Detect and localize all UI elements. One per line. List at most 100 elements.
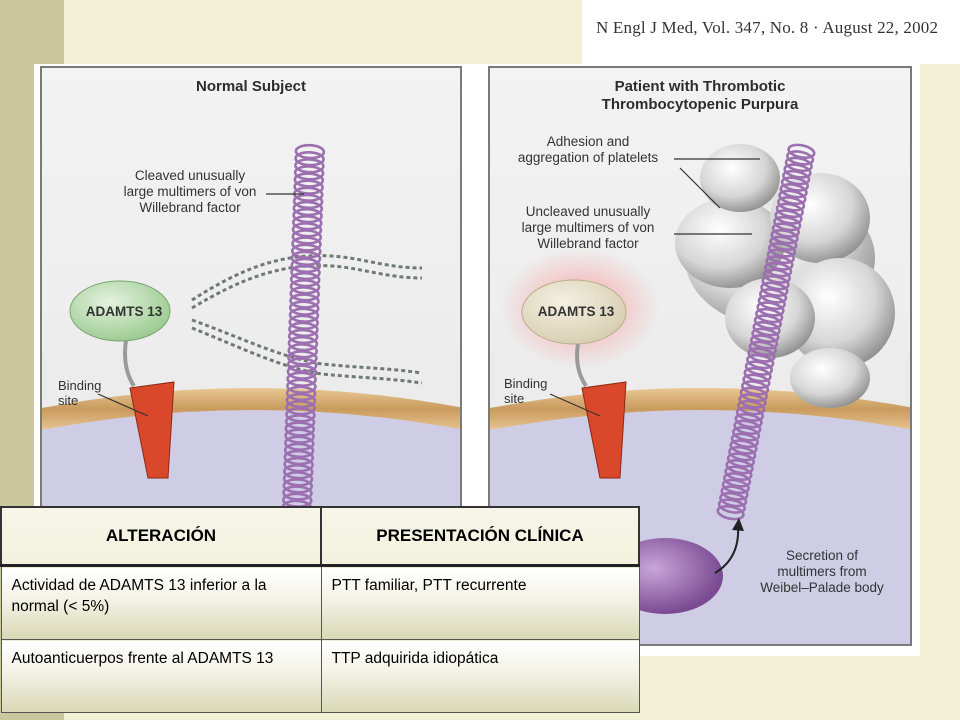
spring-coil (762, 268, 792, 284)
spring-coil (286, 371, 317, 387)
label-uncleaved-multimers: Uncleaved unusually large multimers of v… (500, 204, 676, 252)
spring-coil (287, 343, 318, 359)
table-row: Autoanticuerpos frente al ADAMTS 13 TTP … (0, 639, 640, 713)
spring-coil (721, 478, 750, 495)
spring-coil (756, 301, 785, 317)
spring-coil (292, 193, 324, 210)
adamts13-enzyme (521, 279, 627, 345)
label-line: Binding (58, 378, 102, 393)
spring-coil (289, 271, 321, 288)
spring-coil (286, 364, 318, 380)
title-line: Patient with Thrombotic (614, 78, 786, 95)
spring-coil (726, 452, 756, 468)
table-cell: Actividad de ADAMTS 13 inferior a la nor… (0, 565, 322, 640)
label-line: large multimers of von (521, 220, 655, 235)
label-line: Binding (504, 376, 548, 391)
label-line: site (58, 393, 79, 408)
spring-coil (785, 150, 815, 166)
spring-coil (287, 328, 319, 345)
label-line: multimers from (777, 564, 867, 579)
alteration-table: ALTERACIÓN PRESENTACIÓN CLÍNICA Activida… (0, 506, 640, 713)
spring-coil (724, 465, 753, 481)
leader-line-adhesion-2 (679, 167, 721, 209)
spring-coil (787, 143, 816, 159)
spring-coil (283, 442, 315, 459)
spring-coil (757, 294, 786, 311)
spring-coil (725, 459, 754, 475)
spring-coil (287, 335, 319, 352)
spring-coil (293, 172, 325, 188)
spring-coil (722, 472, 752, 488)
spring-coil (782, 169, 811, 186)
spring-coil (776, 196, 806, 212)
spring-coil (740, 380, 770, 396)
spring-coil (716, 505, 745, 521)
label-line: Secretion of (785, 548, 859, 563)
spring-coil (294, 150, 325, 167)
spring-coil (775, 202, 804, 219)
spring-coil (769, 235, 798, 251)
spring-coil (771, 222, 801, 238)
spring-coil (770, 229, 799, 245)
spring-coil (284, 421, 316, 437)
spring-coil (288, 307, 320, 323)
spring-coil (284, 414, 316, 430)
enzyme-stalk (575, 343, 588, 388)
label-line: large multimers of von (123, 184, 257, 199)
label-secretion: Secretion of multimers from Weibel–Palad… (752, 548, 892, 596)
label-adhesion: Adhesion and aggregation of platelets (500, 134, 676, 166)
binding-site-receptor (129, 381, 175, 479)
label-line: Weibel–Palade body (760, 580, 884, 595)
spring-coil (292, 214, 323, 231)
binding-site-label-patient: Binding site (504, 376, 547, 406)
journal-citation: N Engl J Med, Vol. 347, No. 8 · August 2… (596, 18, 939, 37)
spring-coil (291, 236, 322, 252)
table-cell: Autoanticuerpos frente al ADAMTS 13 (0, 639, 322, 713)
spring-coil (283, 463, 314, 480)
spring-coil (783, 163, 812, 179)
spring-coil (778, 189, 807, 205)
spring-coil (290, 250, 322, 267)
spring-coil (743, 367, 772, 383)
enzyme-label-normal: ADAMTS 13 (85, 304, 163, 319)
spring-coil (738, 393, 767, 409)
binding-site-label-normal: Binding site (58, 378, 101, 408)
spring-coil (285, 399, 316, 416)
label-line: Adhesion and (546, 134, 630, 149)
spring-coil (766, 248, 795, 265)
spring-coil (282, 485, 313, 501)
spring-coil (294, 158, 325, 174)
spring-coil (765, 255, 794, 271)
spring-coil (720, 485, 749, 501)
spring-coil (287, 350, 318, 366)
spring-coil (779, 183, 808, 199)
spring-coil (294, 143, 326, 160)
spring-coil (742, 373, 771, 389)
spring-coil (755, 307, 784, 324)
spring-coil (774, 209, 803, 225)
spring-coil (780, 176, 810, 192)
spring-coil (286, 378, 317, 395)
panel-title-normal: Normal Subject (195, 78, 307, 95)
panel-title-patient: Patient with Thrombotic Thrombocytopenic… (490, 78, 910, 114)
label-cleaved-multimers: Cleaved unusually large multimers of von… (106, 168, 274, 216)
title-line: Thrombocytopenic Purpura (601, 96, 799, 113)
citation-bar (582, 0, 960, 64)
leader-line-binding (549, 393, 601, 417)
header-alteracion: ALTERACIÓN (0, 506, 322, 567)
spring-coil (737, 399, 766, 416)
spring-coil (717, 498, 747, 514)
spring-coil (285, 385, 317, 402)
spring-coil (291, 222, 323, 238)
spring-coil (733, 419, 762, 435)
spring-coil (289, 278, 321, 295)
spring-coil (293, 165, 325, 181)
label-line: Uncleaved unusually (525, 204, 651, 219)
table-row: Actividad de ADAMTS 13 inferior a la nor… (0, 565, 640, 640)
label-line: aggregation of platelets (517, 150, 659, 165)
spring-coil (752, 321, 781, 337)
spring-coil (734, 413, 763, 429)
spring-coil (291, 243, 322, 259)
secretion-arrow (714, 525, 740, 574)
label-line: Cleaved unusually (134, 168, 246, 183)
